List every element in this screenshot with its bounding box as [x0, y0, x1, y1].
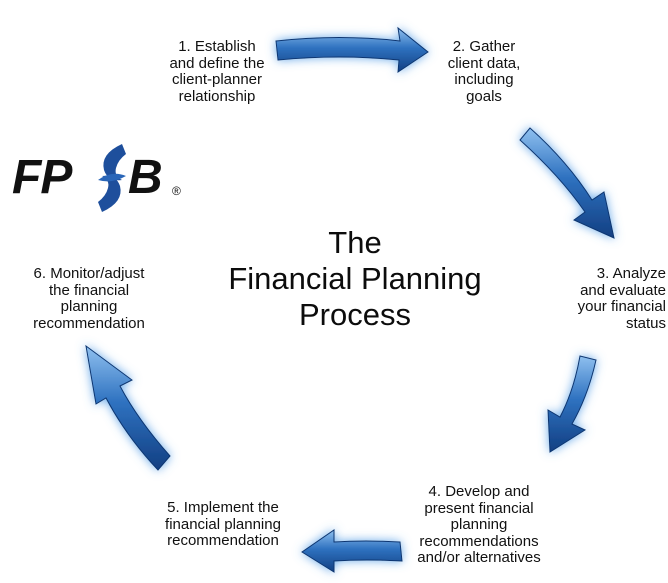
- step-4-label: 4. Develop and present financial plannin…: [417, 483, 541, 566]
- arrow-4-to-5-icon: [301, 529, 403, 573]
- step-5-label: 5. Implement the financial planning reco…: [165, 499, 281, 549]
- step-1-label: 1. Establish and define the client-plann…: [169, 38, 265, 105]
- arrow-1-to-2-icon: [275, 26, 429, 73]
- arrow-2-to-3-icon: [519, 127, 615, 239]
- diagram-title: The Financial Planning Process: [228, 225, 482, 332]
- fpsb-logo: FP B ®: [10, 140, 190, 220]
- step-2-label: 2. Gather client data, including goals: [447, 38, 521, 105]
- step-6-label: 6. Monitor/adjust the financial planning…: [33, 265, 145, 332]
- registered-mark: ®: [172, 184, 181, 198]
- fpsb-ribbon-icon: [98, 144, 126, 212]
- logo-text-left: FP: [12, 151, 72, 204]
- arrow-5-to-6-icon: [85, 344, 171, 471]
- arrow-3-to-4-icon: [547, 355, 597, 453]
- logo-text-right: B: [128, 151, 163, 204]
- step-3-label: 3. Analyze and evaluate your financial s…: [577, 265, 666, 332]
